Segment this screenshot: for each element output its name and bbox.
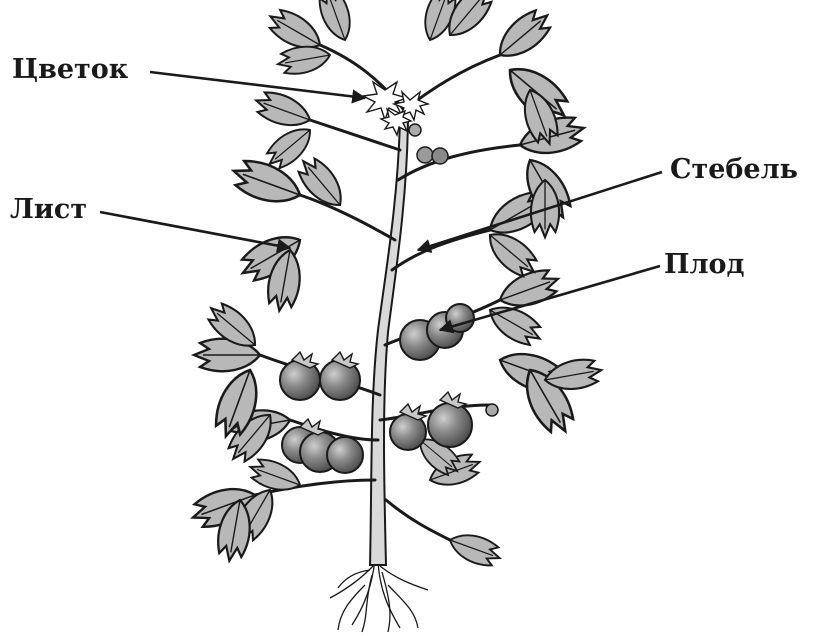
label-leaf: Лист: [10, 196, 87, 223]
roots: [330, 560, 428, 632]
label-fruit: Плод: [664, 251, 745, 278]
arrow-leaf: [100, 212, 290, 248]
label-flower: Цветок: [12, 56, 128, 83]
label-stem: Стебель: [670, 156, 798, 183]
arrow-flower: [150, 72, 365, 98]
pointer-arrows: [100, 72, 662, 330]
arrow-fruit: [440, 266, 660, 330]
